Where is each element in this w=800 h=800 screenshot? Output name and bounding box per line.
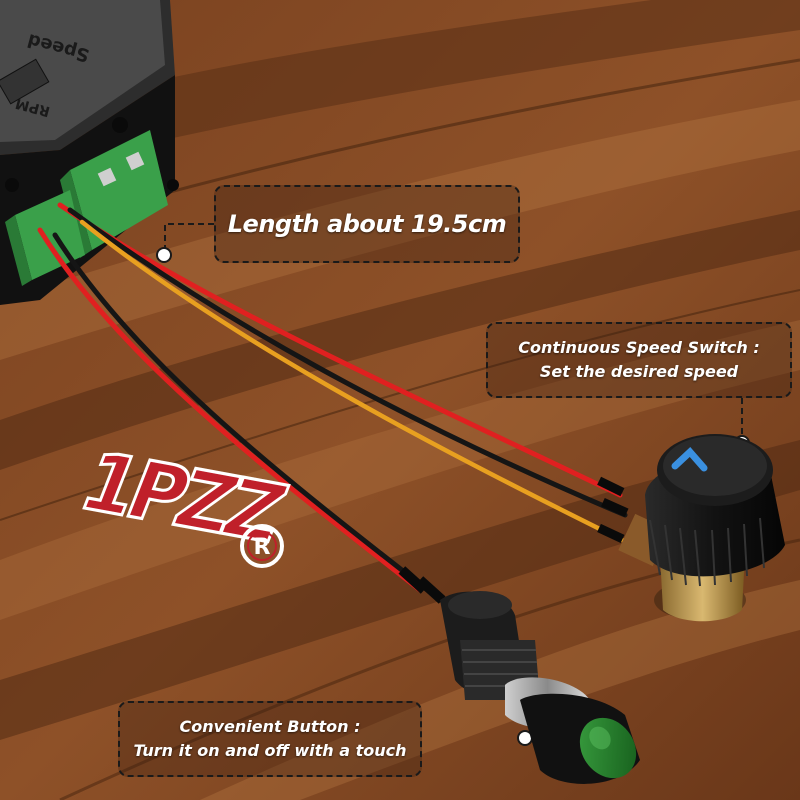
callout-button: Convenient Button : Turn it on and off w… xyxy=(118,701,422,777)
registered-mark: R xyxy=(254,535,271,560)
wire-yellow xyxy=(79,219,625,543)
registered-icon xyxy=(240,524,284,568)
callout-length-text: Length about 19.5cm xyxy=(227,210,507,238)
callout-speed-title: Continuous Speed Switch : xyxy=(518,338,760,357)
pointer-dot-length xyxy=(156,247,172,263)
callout-speed-desc: Set the desired speed xyxy=(539,362,739,381)
callout-button-title: Convenient Button : xyxy=(179,717,361,736)
wire-bundle xyxy=(37,202,629,604)
brand-logo: 1PZZ R xyxy=(67,434,296,568)
wire-black-1 xyxy=(67,207,628,518)
wire-red-2 xyxy=(37,227,423,593)
knob-indicator xyxy=(671,446,708,472)
speed-knob xyxy=(618,434,785,622)
push-button xyxy=(440,591,640,784)
callout-length: Length about 19.5cm xyxy=(214,185,520,263)
callout-button-desc: Turn it on and off with a touch xyxy=(133,741,407,760)
callout-speed-switch: Continuous Speed Switch : Set the desire… xyxy=(486,322,792,398)
wire-black-2 xyxy=(52,232,443,603)
